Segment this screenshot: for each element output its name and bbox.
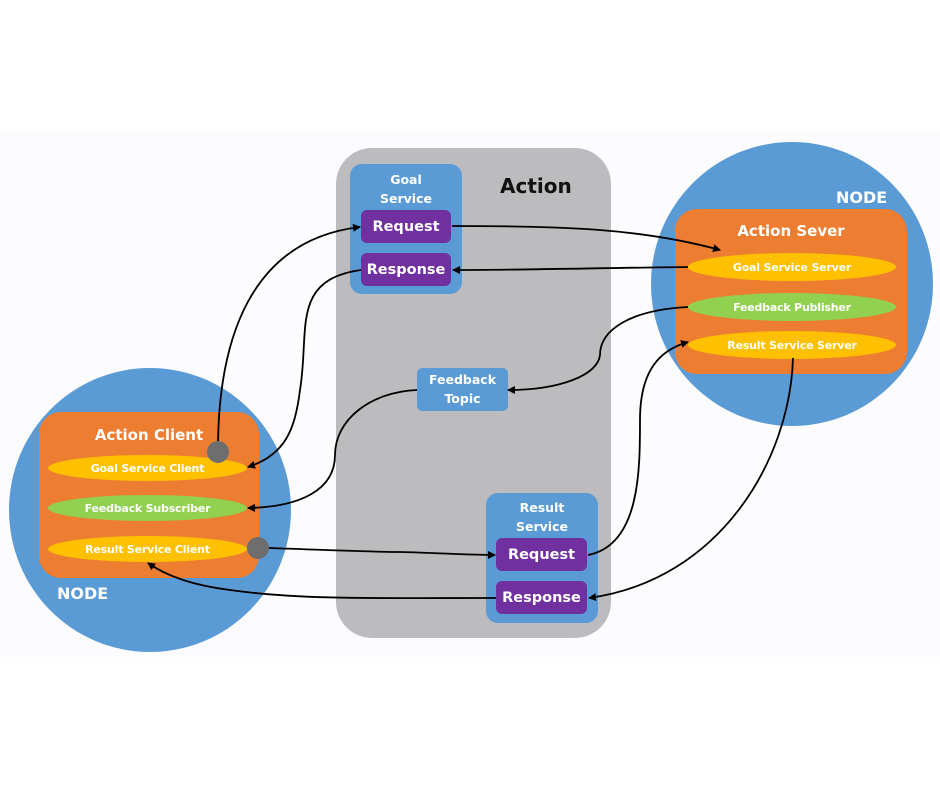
feedback-subscriber[interactable]: Feedback Subscriber [48, 495, 247, 521]
result-response-box[interactable]: Response [496, 581, 587, 614]
goal-client-connector-dot [207, 441, 229, 463]
action-title: Action [500, 174, 572, 198]
edge-goal-client-to-request [217, 223, 361, 451]
action-client-title: Action Client [94, 426, 204, 444]
edge-result-client-to-request [267, 547, 496, 559]
feedback-topic-line2: Topic [444, 391, 481, 406]
edge-goal-response-to-client [247, 269, 362, 469]
result-request-box[interactable]: Request [496, 538, 587, 571]
server-node-label: NODE [836, 188, 888, 207]
feedback-publisher[interactable]: Feedback Publisher [688, 293, 896, 321]
action-server-title: Action Sever [737, 222, 845, 240]
edge-result-server-to-response [588, 357, 794, 602]
goal-service-title-line1: Goal [390, 172, 422, 187]
goal-request-box[interactable]: Request [361, 210, 451, 243]
result-client-connector-dot [247, 537, 269, 559]
result-service-client[interactable]: Result Service Client [48, 536, 247, 562]
edge-feedback-publisher-to-topic [507, 306, 689, 394]
result-service-title-line2: Service [516, 519, 568, 534]
edge-goal-request-to-server [451, 225, 721, 253]
feedback-topic-box[interactable]: Feedback Topic [417, 368, 508, 411]
edge-goal-server-to-response [452, 265, 689, 274]
result-service-server[interactable]: Result Service Server [688, 331, 896, 359]
edge-result-request-to-server [587, 340, 689, 556]
result-service-title-line1: Result [519, 500, 565, 515]
goal-service-title: Goal Service [350, 170, 462, 208]
result-service-title: Result Service [486, 498, 598, 536]
edge-result-response-to-client [147, 562, 497, 600]
goal-response-box[interactable]: Response [361, 253, 451, 286]
goal-service-title-line2: Service [380, 191, 432, 206]
goal-service-server[interactable]: Goal Service Server [688, 253, 896, 281]
edge-feedback-topic-to-subscriber [247, 389, 418, 512]
feedback-topic-line1: Feedback [428, 372, 497, 387]
client-node-label: NODE [57, 584, 109, 603]
